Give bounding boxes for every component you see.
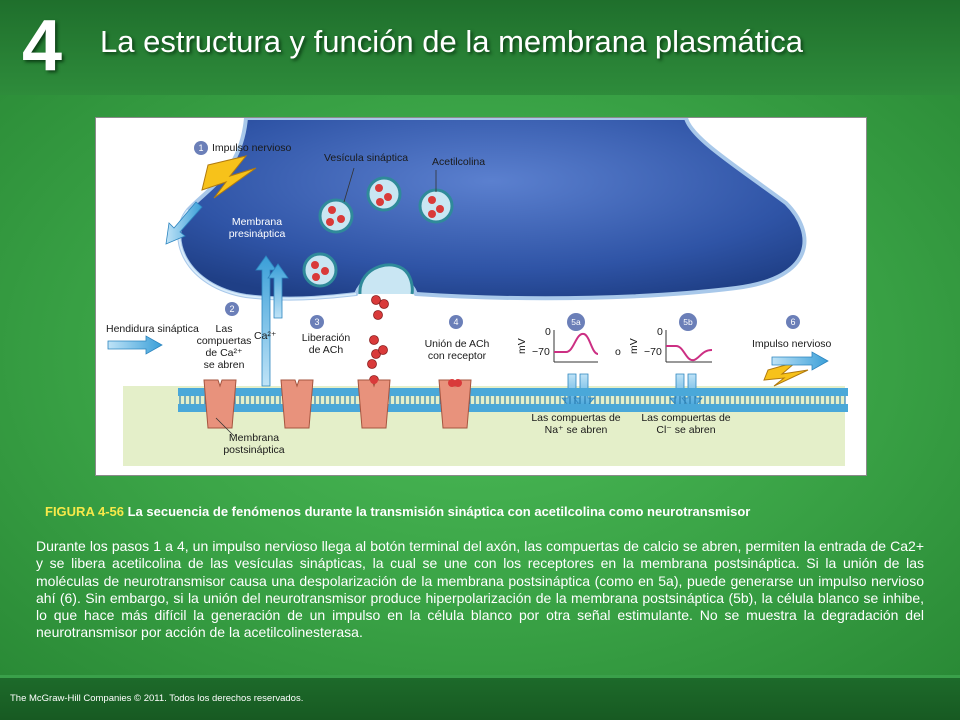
label-zero-a: 0 xyxy=(545,326,551,338)
copyright-text: The McGraw-Hill Companies © 2011. Todos … xyxy=(10,693,304,704)
step-3-number: 3 xyxy=(314,317,320,327)
label-mv-a: mV xyxy=(516,338,528,354)
impulse-arrow xyxy=(165,201,203,245)
synaptic-cleft-arrow xyxy=(107,335,163,355)
receptor-protein xyxy=(357,376,391,429)
figure-id: FIGURA 4-56 xyxy=(45,504,124,519)
nerve-impulse-bolt xyxy=(763,361,809,387)
figure-caption: FIGURA 4-56 La secuencia de fenómenos du… xyxy=(45,504,945,519)
calcium-arrow xyxy=(255,255,277,387)
calcium-arrow xyxy=(267,263,289,319)
slide-footer: The McGraw-Hill Companies © 2011. Todos … xyxy=(0,678,960,720)
label-compuertas-na: Las compuertas de Na⁺ se abren xyxy=(531,412,621,436)
step-4-number: 4 xyxy=(453,317,459,327)
synaptic-vesicle xyxy=(318,198,354,234)
label-membrana-presinaptica: Membrana presináptica xyxy=(228,216,286,240)
synaptic-vesicle xyxy=(302,252,338,288)
chapter-number: 4 xyxy=(22,6,63,86)
label-o: o xyxy=(615,346,621,358)
receptor-protein xyxy=(280,379,314,429)
step-marker xyxy=(194,141,208,155)
synapse-diagram xyxy=(107,118,848,466)
step-marker xyxy=(310,315,324,329)
pointer-line xyxy=(343,167,355,203)
slide-title: La estructura y función de la membrana p… xyxy=(100,24,804,59)
label-acetilcolina: Acetilcolina xyxy=(432,156,486,168)
step-marker xyxy=(567,313,585,331)
graph-hyperpolarization xyxy=(665,330,713,363)
slide-header: 4 La estructura y función de la membrana… xyxy=(0,0,960,95)
receptor-protein xyxy=(203,379,237,429)
label-ca2: Ca²⁺ xyxy=(254,330,277,342)
label-liberacion-ach: Liberación de ACh xyxy=(301,332,351,356)
step-marker xyxy=(449,315,463,329)
pointer-line xyxy=(215,417,235,437)
acetylcholine-molecules xyxy=(367,295,389,385)
step-marker xyxy=(786,315,800,329)
label-minus70-b: −70 xyxy=(644,346,662,358)
label-union-ach: Unión de ACh con receptor xyxy=(424,338,490,362)
label-membrana-postsinaptica: Membrana postsináptica xyxy=(223,432,285,456)
step-1-number: 1 xyxy=(198,143,204,153)
label-impulso-nervioso-6: Impulso nervioso xyxy=(752,338,832,350)
step-5b-number: 5b xyxy=(683,317,693,327)
step-5a-number: 5a xyxy=(571,317,581,327)
label-mv-b: mV xyxy=(628,338,640,354)
step-marker xyxy=(679,313,697,331)
graph-depolarization xyxy=(553,330,599,363)
impulse-arrow xyxy=(771,351,829,371)
synapse-figure: 1 Impulso nervioso Vesícula sináptica Ac… xyxy=(95,117,867,476)
figure-caption-text: La secuencia de fenómenos durante la tra… xyxy=(127,504,751,519)
label-vesicula-sinaptica: Vesícula sináptica xyxy=(324,152,409,164)
postsynaptic-membrane-bilayer xyxy=(178,388,848,412)
label-compuertas-cl: Las compuertas de Cl⁻ se abren xyxy=(641,412,731,436)
synaptic-vesicle xyxy=(366,176,402,212)
body-paragraph: Durante los pasos 1 a 4, un impulso nerv… xyxy=(36,538,924,641)
synaptic-vesicle xyxy=(418,188,454,224)
label-hendidura-sinaptica: Hendidura sináptica xyxy=(106,323,199,335)
label-minus70-a: −70 xyxy=(532,346,550,358)
label-impulso-nervioso-1: Impulso nervioso xyxy=(212,142,292,154)
label-compuertas-ca: Las compuertas de Ca²⁺ se abren xyxy=(196,323,252,371)
fusing-vesicle xyxy=(358,263,414,295)
step-2-number: 2 xyxy=(229,304,235,314)
step-marker xyxy=(225,302,239,316)
step-6-number: 6 xyxy=(790,317,796,327)
receptor-protein xyxy=(438,379,472,429)
label-zero-b: 0 xyxy=(657,326,663,338)
nerve-impulse-bolt xyxy=(201,155,257,199)
